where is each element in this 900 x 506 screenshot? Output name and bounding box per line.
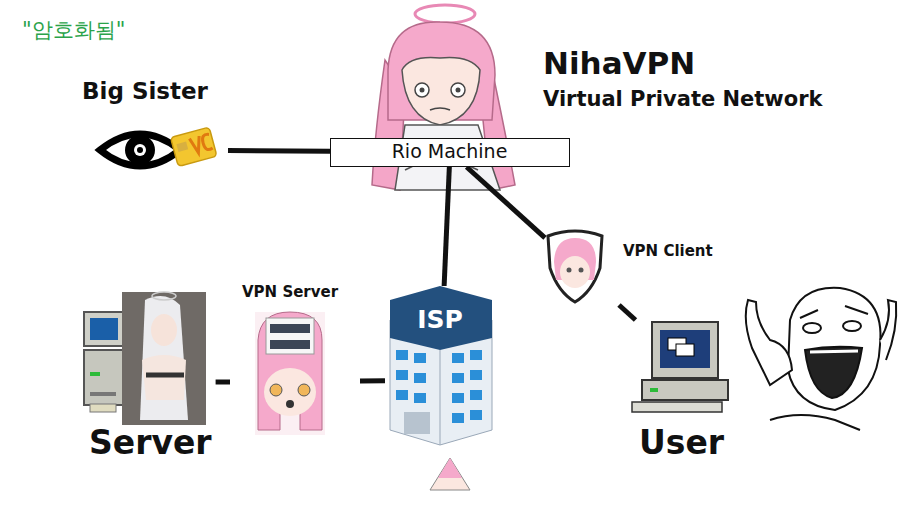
server-node: Server [75, 290, 216, 472]
connector-line [444, 167, 449, 286]
connector-stroke [444, 167, 449, 286]
connector-stroke [216, 380, 230, 385]
isp-node: ISP [385, 286, 495, 446]
connector-line [216, 382, 230, 383]
connector-stroke [619, 305, 636, 320]
node-label: VPN Server [242, 284, 338, 301]
vpn-server-illustration [255, 312, 325, 435]
server-illustration [84, 292, 206, 425]
connector-line [360, 380, 385, 381]
note-label: "암호화됨" [22, 18, 125, 42]
isp-building [390, 286, 492, 445]
client-node: VPN Client [545, 225, 720, 305]
user-computer [632, 322, 728, 412]
node-label: ISP [417, 306, 463, 335]
shield-icon [548, 231, 602, 302]
triangle-icon [430, 458, 470, 490]
user-node: User [625, 320, 750, 472]
connector-line [467, 167, 545, 238]
vpn-server-node: VPN Server [230, 284, 360, 436]
connector-stroke [467, 167, 545, 238]
node-label: Server [89, 424, 212, 462]
connector-stroke [228, 148, 330, 154]
node-label: Big Sister [82, 78, 208, 104]
connector-stroke [360, 378, 385, 383]
eye-icon [100, 127, 217, 166]
meme-face [746, 288, 897, 430]
connector-line [228, 150, 330, 152]
diagram-title: NihaVPN [543, 46, 695, 82]
connector-line [619, 305, 636, 320]
process-box: Rio Machine [330, 138, 570, 167]
node-label: VPN Client [623, 243, 713, 260]
observer-node: Big Sister [78, 78, 228, 186]
node-label: Rio Machine [392, 141, 508, 163]
node-label: User [639, 424, 724, 462]
note-label: Virtual Private Network [543, 87, 823, 111]
